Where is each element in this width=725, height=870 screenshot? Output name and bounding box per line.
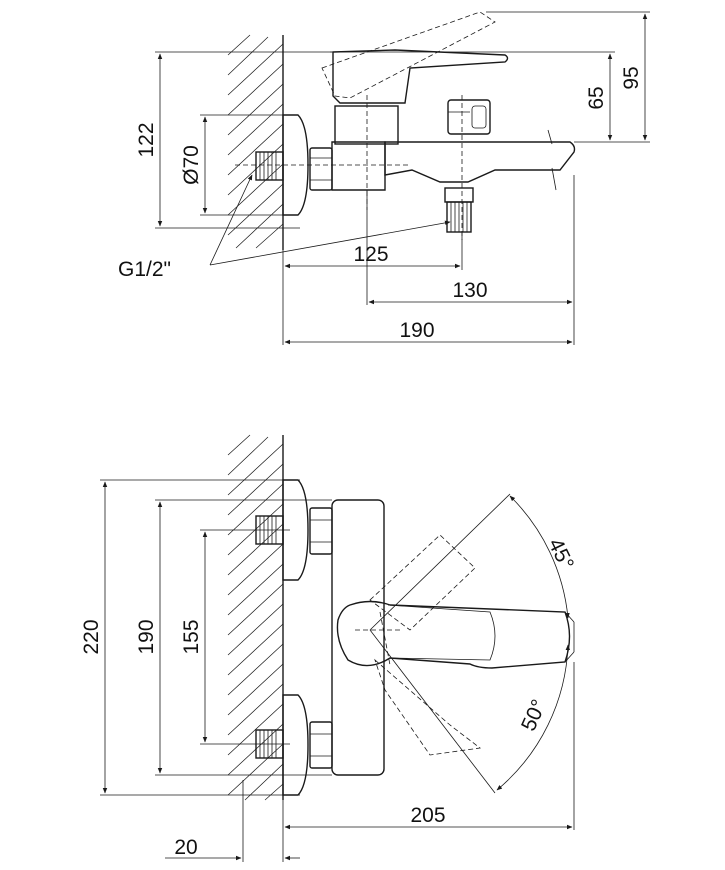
dim-190-width-label: 190 [399,319,434,342]
shower-outlet [444,187,474,233]
eccentric-nut-side [309,147,333,191]
handle-rotated-50 [374,658,482,756]
angle-45-label: 45° [544,535,579,574]
angle-arc-50 [496,644,571,791]
dim-190-height-label: 190 [135,619,158,654]
handle-rotated-45 [369,534,476,631]
angle-arc-45 [509,495,570,619]
side-view: 95 65 122 Ø70 G1/2" 125 130 190 [118,11,650,345]
top-view: 45° 50° 220 190 155 205 20 [80,434,579,862]
thread-label: G1/2" [118,258,171,281]
dim-95-label: 95 [620,66,643,89]
dim-205-label: 205 [410,804,445,827]
dim-125-label: 125 [353,243,388,266]
handle-side [332,49,509,104]
dim-220-label: 220 [80,619,103,654]
threaded-connector-side [255,151,284,181]
dim-65-label: 65 [585,86,608,109]
handle-raised-outline [321,11,496,99]
dim-20-label: 20 [174,836,197,859]
faucet-body-side [331,141,386,191]
eccentric-nut-top-upper [309,507,333,555]
wall-hatch-side [227,34,284,250]
faucet-body-top [331,499,385,776]
spout-side [384,141,576,183]
dim-dia70-label: Ø70 [180,145,203,185]
handle-top [336,600,571,669]
eccentric-nut-top-lower [309,721,333,769]
dim-122-label: 122 [135,122,158,157]
wall-flange-top-lower [282,694,309,796]
diverter-knob [447,99,491,135]
wall-flange-top-upper [282,479,309,581]
dim-130-label: 130 [452,279,487,302]
dim-155-label: 155 [180,619,203,654]
cartridge-housing [334,105,399,145]
